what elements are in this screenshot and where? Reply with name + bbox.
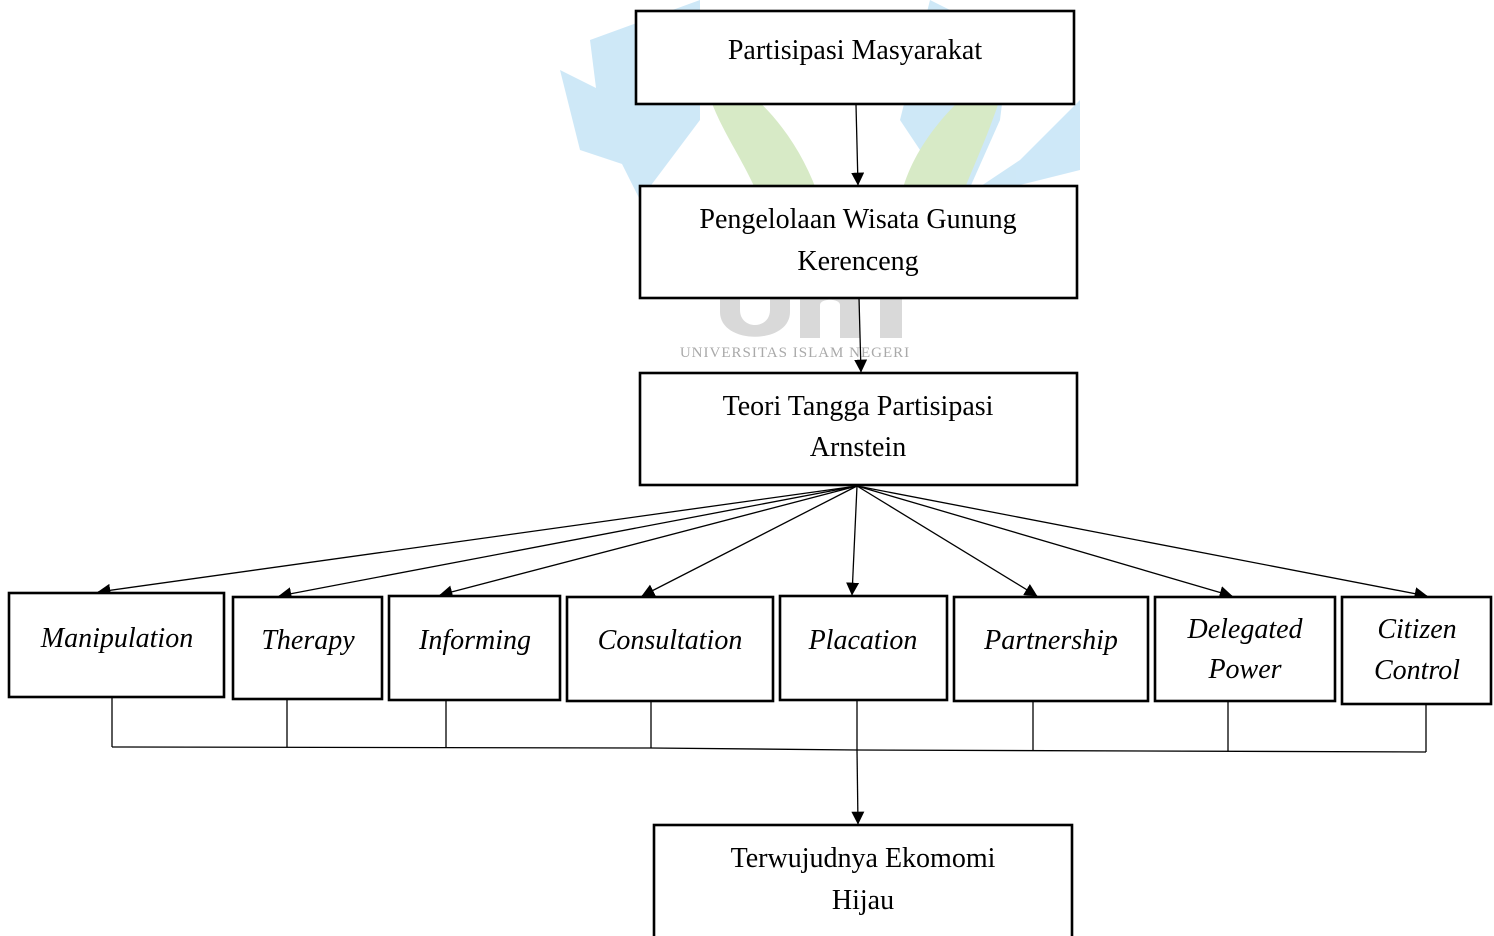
node-label-line2: Power [1207, 654, 1281, 685]
node-rung-therapy: Therapy [231, 595, 384, 701]
arrow-to-outcome [851, 749, 865, 825]
logo-wordmark-icon: UNIVERSITAS ISLAM NEGERI [680, 288, 910, 361]
node-label-line2: Arnstein [810, 432, 906, 463]
node-box [387, 594, 562, 702]
arrow-to-delegated-power [856, 485, 1233, 599]
node-rung-citizen-control: Citizen Control [1340, 595, 1493, 706]
node-label: Partisipasi Masyarakat [728, 35, 982, 66]
arrow-to-citizen-control [856, 485, 1428, 601]
arrow-management-to-theory [854, 297, 868, 373]
node-label-line1: Pengelolaan Wisata Gunung [699, 204, 1016, 235]
watermark-university-text: UNIVERSITAS ISLAM NEGERI [680, 345, 910, 361]
node-label-line1: Terwujudnya Ekomomi [731, 843, 996, 874]
node-box [638, 184, 1079, 300]
node-label: Manipulation [40, 623, 193, 654]
arrow-to-consultation [641, 485, 858, 597]
logo-letter-n-icon [800, 288, 860, 338]
arrow-to-therapy [278, 485, 858, 601]
node-label: Therapy [261, 625, 355, 656]
node-rung-manipulation: Manipulation [7, 591, 226, 699]
arrow-to-manipulation [97, 485, 858, 597]
node-label-line1: Teori Tangga Partisipasi [723, 391, 994, 422]
theory-fanout-arrows [97, 485, 1428, 601]
node-label-line1: Delegated [1186, 614, 1303, 645]
node-box [778, 594, 949, 702]
node-terwujudnya-ekonomi-hijau: Terwujudnya Ekomomi Hijau [652, 823, 1074, 936]
arrow-top-to-management [851, 104, 865, 186]
logo-letter-i-icon [880, 290, 902, 338]
arrow-to-informing [439, 485, 858, 599]
arrow-to-placation [846, 485, 860, 596]
node-box [652, 823, 1074, 936]
node-box [1153, 595, 1337, 703]
node-box [231, 595, 384, 701]
node-partisipasi-masyarakat: Partisipasi Masyarakat [634, 9, 1076, 106]
logo-letter-u-icon [720, 290, 790, 337]
node-label-line2: Kerenceng [797, 246, 918, 277]
node-rung-partnership: Partnership [952, 595, 1150, 703]
logo-blue-lower-right-icon [960, 100, 1080, 200]
node-label: Consultation [598, 625, 743, 656]
node-rung-informing: Informing [387, 594, 562, 702]
node-box [634, 9, 1076, 106]
rungs-join-bracket [111, 698, 1427, 753]
node-rung-consultation: Consultation [565, 595, 775, 703]
node-label-line2: Control [1374, 655, 1460, 686]
node-box [7, 591, 226, 699]
node-label: Placation [808, 625, 918, 656]
node-box [952, 595, 1150, 703]
node-box [1340, 595, 1493, 706]
node-label-line1: Citizen [1377, 614, 1456, 645]
join-horizontal-line [111, 746, 1427, 753]
node-box [565, 595, 775, 703]
arrow-to-partnership [856, 485, 1038, 597]
node-rung-delegated-power: Delegated Power [1153, 595, 1337, 703]
logo-blue-lower-left-icon [560, 70, 640, 170]
node-pengelolaan-wisata: Pengelolaan Wisata Gunung Kerenceng [638, 184, 1079, 300]
node-label-line2: Hijau [832, 885, 894, 916]
node-label: Informing [418, 625, 531, 656]
node-label: Partnership [983, 625, 1118, 656]
node-teori-tangga: Teori Tangga Partisipasi Arnstein [638, 371, 1079, 487]
node-rung-placation: Placation [778, 594, 949, 702]
node-box [638, 371, 1079, 487]
